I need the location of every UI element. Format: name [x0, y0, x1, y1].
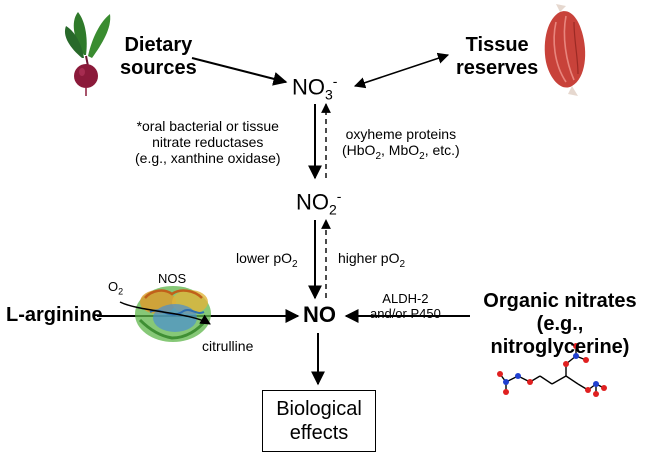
oxyheme-proteins-label: oxyheme proteins (HbO2, MbO2, etc.) — [342, 126, 460, 162]
arrow-dietary-to-nitrate — [191, 57, 288, 86]
arrow-nitrate-tissue-bidirectional — [353, 52, 450, 89]
citrulline-label: citrulline — [202, 338, 254, 354]
nitrate-reductases-label: *oral bacterial or tissue nitrate reduct… — [135, 118, 281, 167]
tissue-reserves-label: Tissue reserves — [456, 34, 539, 79]
nitrate-label: NO3- — [292, 73, 338, 103]
nitric-oxide-label: NO — [303, 302, 336, 327]
oxygen-label: O2 — [108, 279, 124, 297]
muscle-icon — [544, 4, 586, 96]
dietary-sources-label: Dietary sources — [120, 34, 197, 79]
higher-po2-label: higher pO2 — [338, 250, 406, 270]
lower-po2-label: lower pO2 — [236, 250, 298, 270]
arrow-o2-to-citrulline — [119, 301, 211, 325]
beetroot-icon — [64, 12, 111, 96]
nitroglycerine-molecule-icon — [497, 343, 607, 397]
nitrite-label: NO2- — [296, 188, 342, 218]
organic-nitrates-label: Organic nitrates (e.g., nitroglycerine) — [483, 290, 637, 358]
biological-effects-box: Biological effects — [262, 390, 376, 452]
aldh-p450-label: ALDH-2 and/or P450 — [370, 291, 441, 321]
l-arginine-label: L-arginine — [6, 304, 103, 326]
nos-label: NOS — [158, 271, 187, 286]
